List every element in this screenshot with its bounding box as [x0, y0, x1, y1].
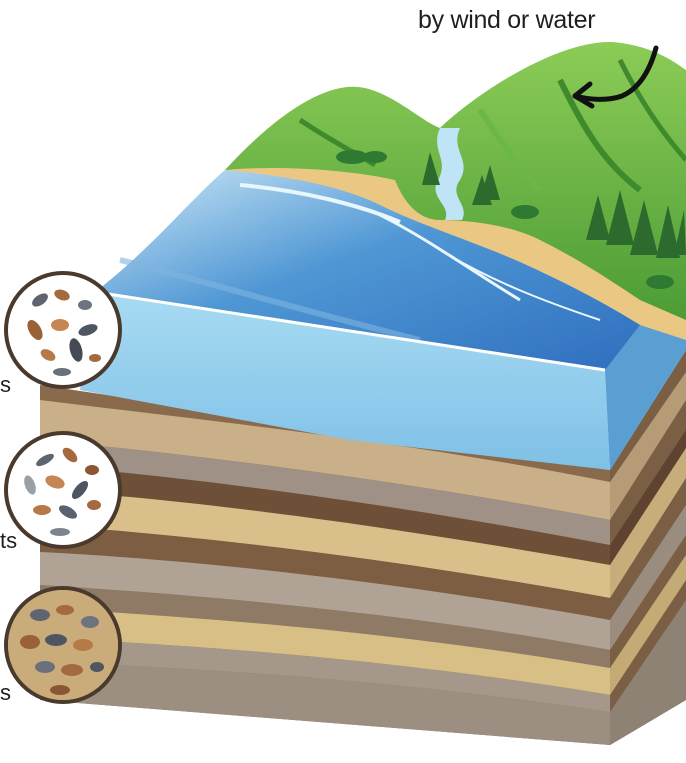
cropped-label-lower: s	[0, 680, 11, 705]
sediment-layers-side	[610, 350, 686, 745]
pine-trees	[422, 152, 686, 258]
shrubs	[336, 150, 674, 289]
curved-arrow-icon	[572, 45, 659, 109]
compacting-pebbles-icon	[4, 431, 122, 549]
loose-pebbles-icon	[4, 271, 122, 389]
cropped-label-upper: s	[0, 372, 11, 397]
caption-text: by wind or water	[418, 6, 596, 34]
sediment-layers-front	[40, 385, 610, 745]
water-front-face	[80, 292, 610, 470]
river	[435, 128, 464, 220]
water-surface	[95, 170, 640, 370]
cemented-rock-icon	[4, 586, 122, 704]
beach-sand	[225, 168, 686, 340]
cropped-label-middle: ts	[0, 528, 18, 553]
